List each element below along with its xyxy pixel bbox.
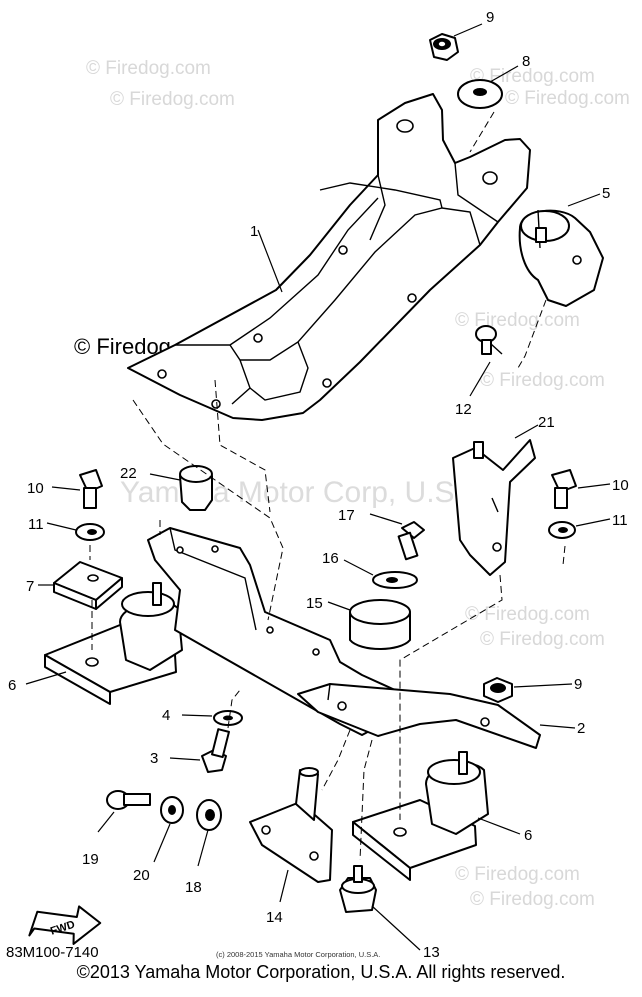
watermark-yamaha: Yamaha Motor Corp, U.S.A. (120, 476, 491, 509)
part-7-pad (53, 561, 123, 610)
watermark-firedog: © Firedog.com (480, 370, 605, 391)
part-15-spacer (349, 599, 411, 650)
part-11-washer-left (75, 523, 105, 541)
callout-9-top: 9 (486, 9, 494, 26)
callout-12: 12 (455, 401, 472, 418)
callout-10-left: 10 (27, 480, 44, 497)
watermark-firedog: © Firedog.com (480, 629, 605, 650)
callout-21: 21 (538, 414, 555, 431)
part-3-bolt (201, 728, 230, 773)
callout-11-right: 11 (612, 512, 628, 529)
callout-16: 16 (322, 550, 339, 567)
part-16-washer (372, 571, 418, 589)
copyright-notice: ©2013 Yamaha Motor Corporation, U.S.A. A… (76, 962, 566, 982)
part-19-bolt (106, 790, 151, 810)
watermark-firedog: © Firedog.com (465, 604, 590, 625)
diagram-code: 83M100-7140 (6, 944, 99, 961)
part-1-skid-plate (127, 93, 531, 421)
part-9-nut-lower (483, 677, 513, 703)
watermark-firedog: © Firedog.com (110, 89, 235, 110)
callout-8: 8 (522, 53, 530, 70)
callout-10-right: 10 (612, 477, 629, 494)
part-6-mount-right (352, 751, 489, 881)
watermark-firedog: © Firedog.com (470, 889, 595, 910)
fwd-arrow-icon: FWD (28, 905, 102, 945)
part-6-mount-left (44, 582, 183, 705)
callout-20: 20 (133, 867, 150, 884)
callout-18: 18 (185, 879, 202, 896)
callout-6-left: 6 (8, 677, 16, 694)
callout-2: 2 (577, 720, 585, 737)
callout-3: 3 (150, 750, 158, 767)
callout-6-right: 6 (524, 827, 532, 844)
callout-5: 5 (602, 185, 610, 202)
part-17-bolt (397, 521, 425, 561)
watermark-firedog: © Firedog.com (86, 58, 211, 79)
part-13-damper (339, 865, 377, 913)
part-20-spacer (160, 796, 184, 824)
part-12-bolt (475, 325, 503, 355)
part-14-stay (249, 767, 333, 883)
callout-14: 14 (266, 909, 283, 926)
callout-7: 7 (26, 578, 34, 595)
callout-11-left: 11 (28, 516, 44, 533)
callout-17: 17 (338, 507, 355, 524)
part-18-collar (196, 799, 222, 831)
part-4-washer (213, 710, 243, 726)
part-8-grommet (457, 79, 503, 109)
small-copyright: (c) 2008-2015 Yamaha Motor Corporation, … (216, 950, 380, 959)
part-5-rubber-mount (518, 209, 604, 307)
callout-13: 13 (423, 944, 440, 961)
callout-15: 15 (306, 595, 323, 612)
callout-4: 4 (162, 707, 170, 724)
part-10-bolt-left (79, 469, 103, 509)
watermark-firedog: © Firedog.com (455, 864, 580, 885)
watermark-firedog: © Firedog.com (470, 66, 595, 87)
callout-1: 1 (250, 223, 258, 240)
main-frame-bracket (147, 527, 396, 736)
part-2-plate (297, 683, 541, 749)
part-11-washer-right (548, 521, 576, 539)
callout-19: 19 (82, 851, 99, 868)
part-22-bumper (179, 465, 213, 511)
callout-22: 22 (120, 465, 137, 482)
watermark-firedog: © Firedog.com (505, 88, 630, 109)
watermark-firedog: © Firedog.com (455, 310, 580, 331)
callout-9-lower: 9 (574, 676, 582, 693)
part-21-bracket (452, 439, 536, 576)
part-9-nut-top (429, 33, 459, 61)
part-10-bolt-right (551, 469, 577, 509)
